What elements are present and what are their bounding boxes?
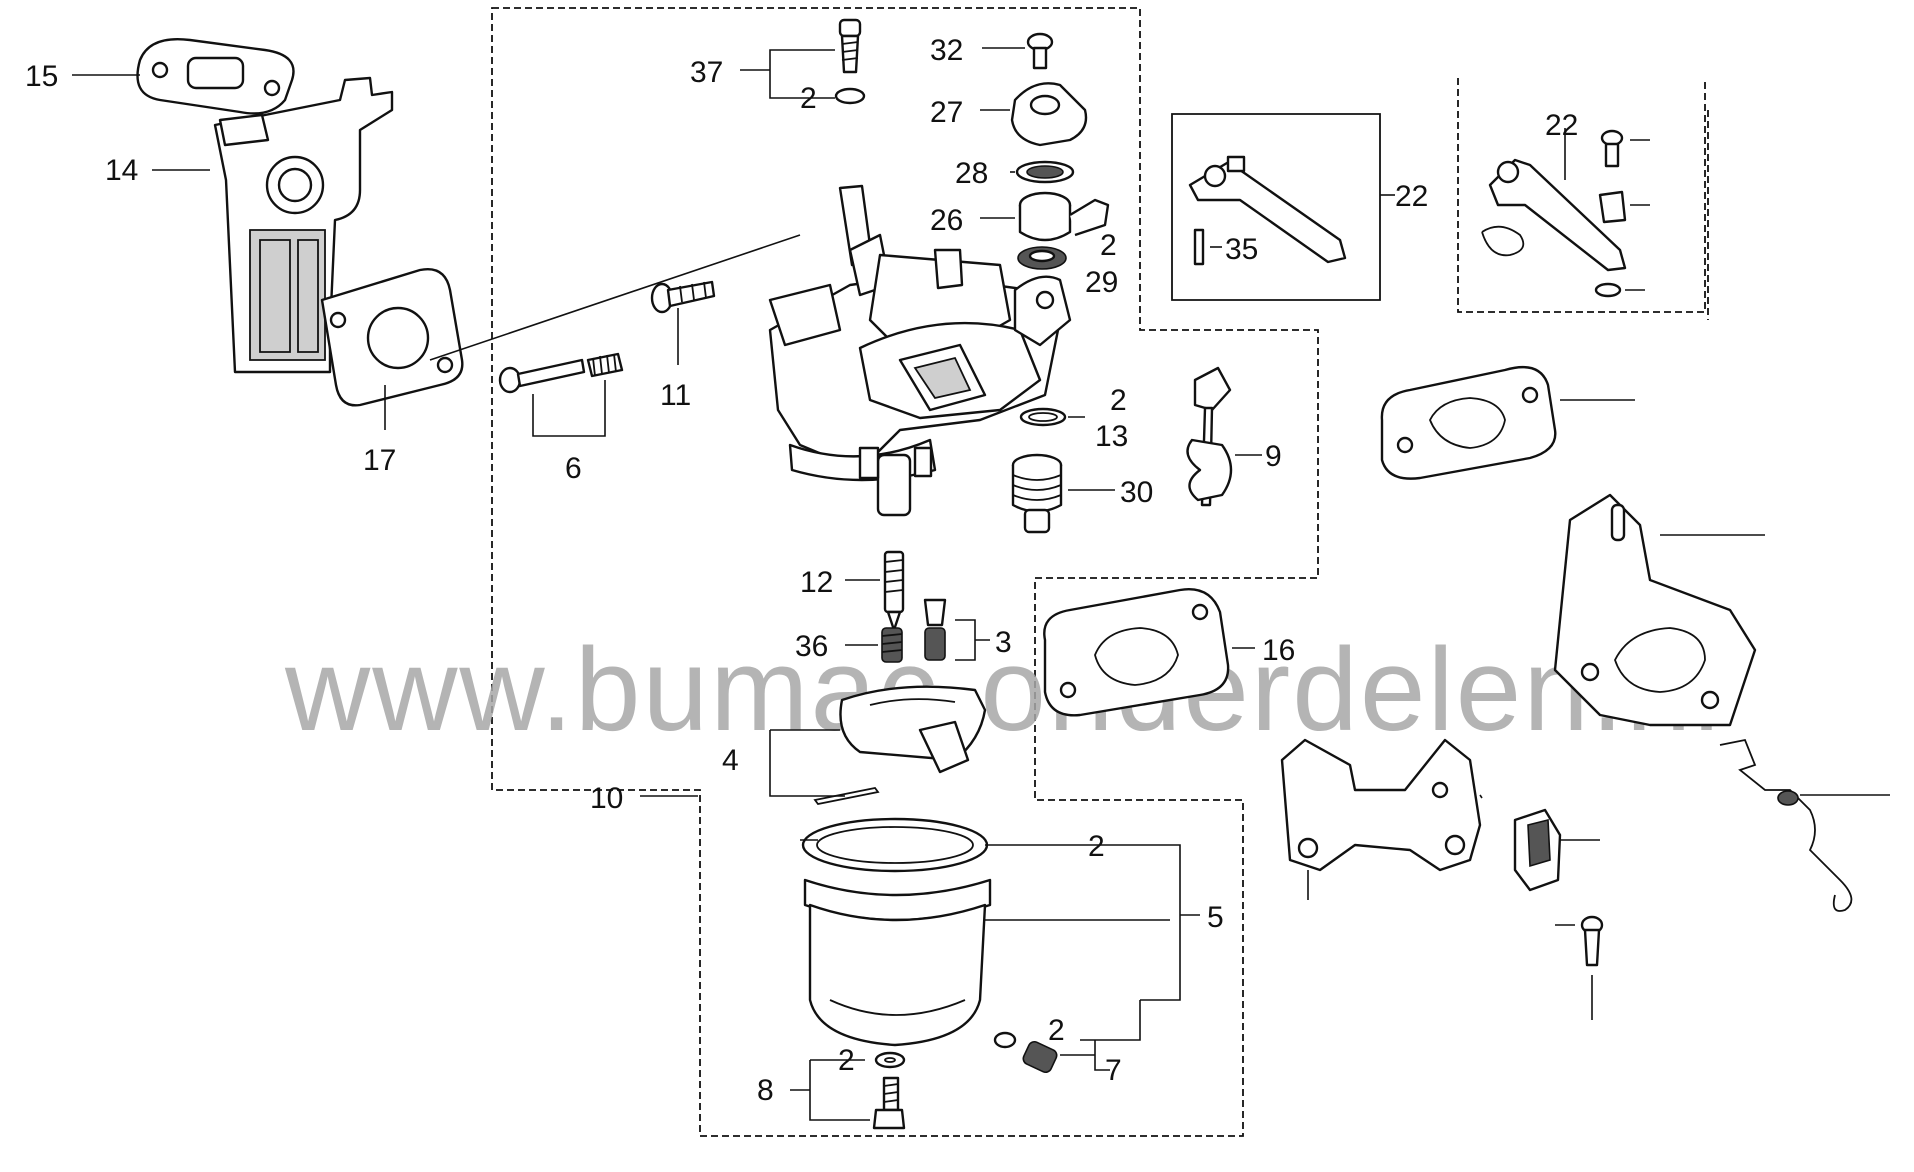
label-2-c: 2: [1110, 384, 1127, 417]
label-35: 35: [1225, 233, 1258, 266]
clamp-screw: [1580, 915, 1604, 967]
part-15-gasket: [136, 38, 295, 115]
label-22-b: 22: [1545, 109, 1578, 142]
label-26: 26: [930, 204, 963, 237]
bracket-lower: [1280, 738, 1482, 872]
part-30-plug: [1011, 453, 1063, 534]
label-2-b: 2: [1100, 229, 1117, 262]
insulator-gasket-right: [1380, 365, 1557, 480]
label-15: 15: [25, 60, 58, 93]
label-2-d: 2: [1088, 830, 1105, 863]
label-7: 7: [1105, 1054, 1122, 1087]
label-22-a: 22: [1395, 180, 1428, 213]
part-14-bracket: [213, 76, 394, 374]
part-17-gasket: [320, 268, 464, 407]
label-5: 5: [1207, 901, 1224, 934]
label-2-e: 2: [1048, 1014, 1065, 1047]
label-36: 36: [795, 630, 828, 663]
part-5-float-bowl: [801, 817, 992, 1047]
carburetor-body: [768, 184, 1072, 517]
part-35-pin: [1193, 228, 1205, 266]
label-9: 9: [1265, 440, 1282, 473]
outline-lever-group-b: [1457, 78, 1706, 313]
part-4-float: [839, 685, 987, 774]
outline-lever-group-a: [1171, 113, 1381, 301]
label-3: 3: [995, 626, 1012, 659]
part-6-screw-spring: [498, 352, 624, 394]
part-9-lever: [1186, 366, 1233, 507]
label-6: 6: [565, 452, 582, 485]
label-30: 30: [1120, 476, 1153, 509]
label-12: 12: [800, 566, 833, 599]
part-27-cover: [1010, 82, 1088, 147]
part-16-gasket: [1043, 588, 1230, 717]
part-3-float-needle: [923, 598, 947, 661]
label-37: 37: [690, 56, 723, 89]
label-28: 28: [955, 157, 988, 190]
label-4: 4: [722, 744, 739, 777]
part-36-spring: [881, 627, 903, 663]
part-22-lever-assembly: [1481, 129, 1627, 298]
part-7-drain-screw: [993, 1031, 1058, 1074]
part-11-screw: [650, 280, 716, 314]
watermark-text: www.bumac-onderdelen.nl: [284, 624, 1722, 756]
label-2-a: 2: [800, 82, 817, 115]
label-13: 13: [1095, 420, 1128, 453]
label-29: 29: [1085, 266, 1118, 299]
label-17: 17: [363, 444, 396, 477]
label-27: 27: [930, 96, 963, 129]
label-8: 8: [757, 1074, 774, 1107]
part-22-choke-lever: [1188, 155, 1347, 264]
part-8-bolt: [872, 1051, 906, 1130]
label-10: 10: [590, 782, 623, 815]
part-37-screw: [834, 18, 866, 105]
bracket-plate-right: [1553, 493, 1757, 727]
part-26-holder: [1018, 191, 1110, 242]
label-32: 32: [930, 34, 963, 67]
part-13-oring: [1019, 407, 1067, 427]
part-32-screw: [1026, 32, 1054, 70]
label-14: 14: [105, 154, 138, 187]
label-11: 11: [660, 379, 691, 412]
return-spring-wire: [1719, 738, 1853, 912]
part-12-needle: [883, 550, 905, 632]
label-2-f: 2: [838, 1044, 855, 1077]
outline-carburetor-group: [491, 7, 1319, 1137]
label-16: 16: [1262, 634, 1295, 667]
cable-clamp: [1513, 808, 1562, 892]
